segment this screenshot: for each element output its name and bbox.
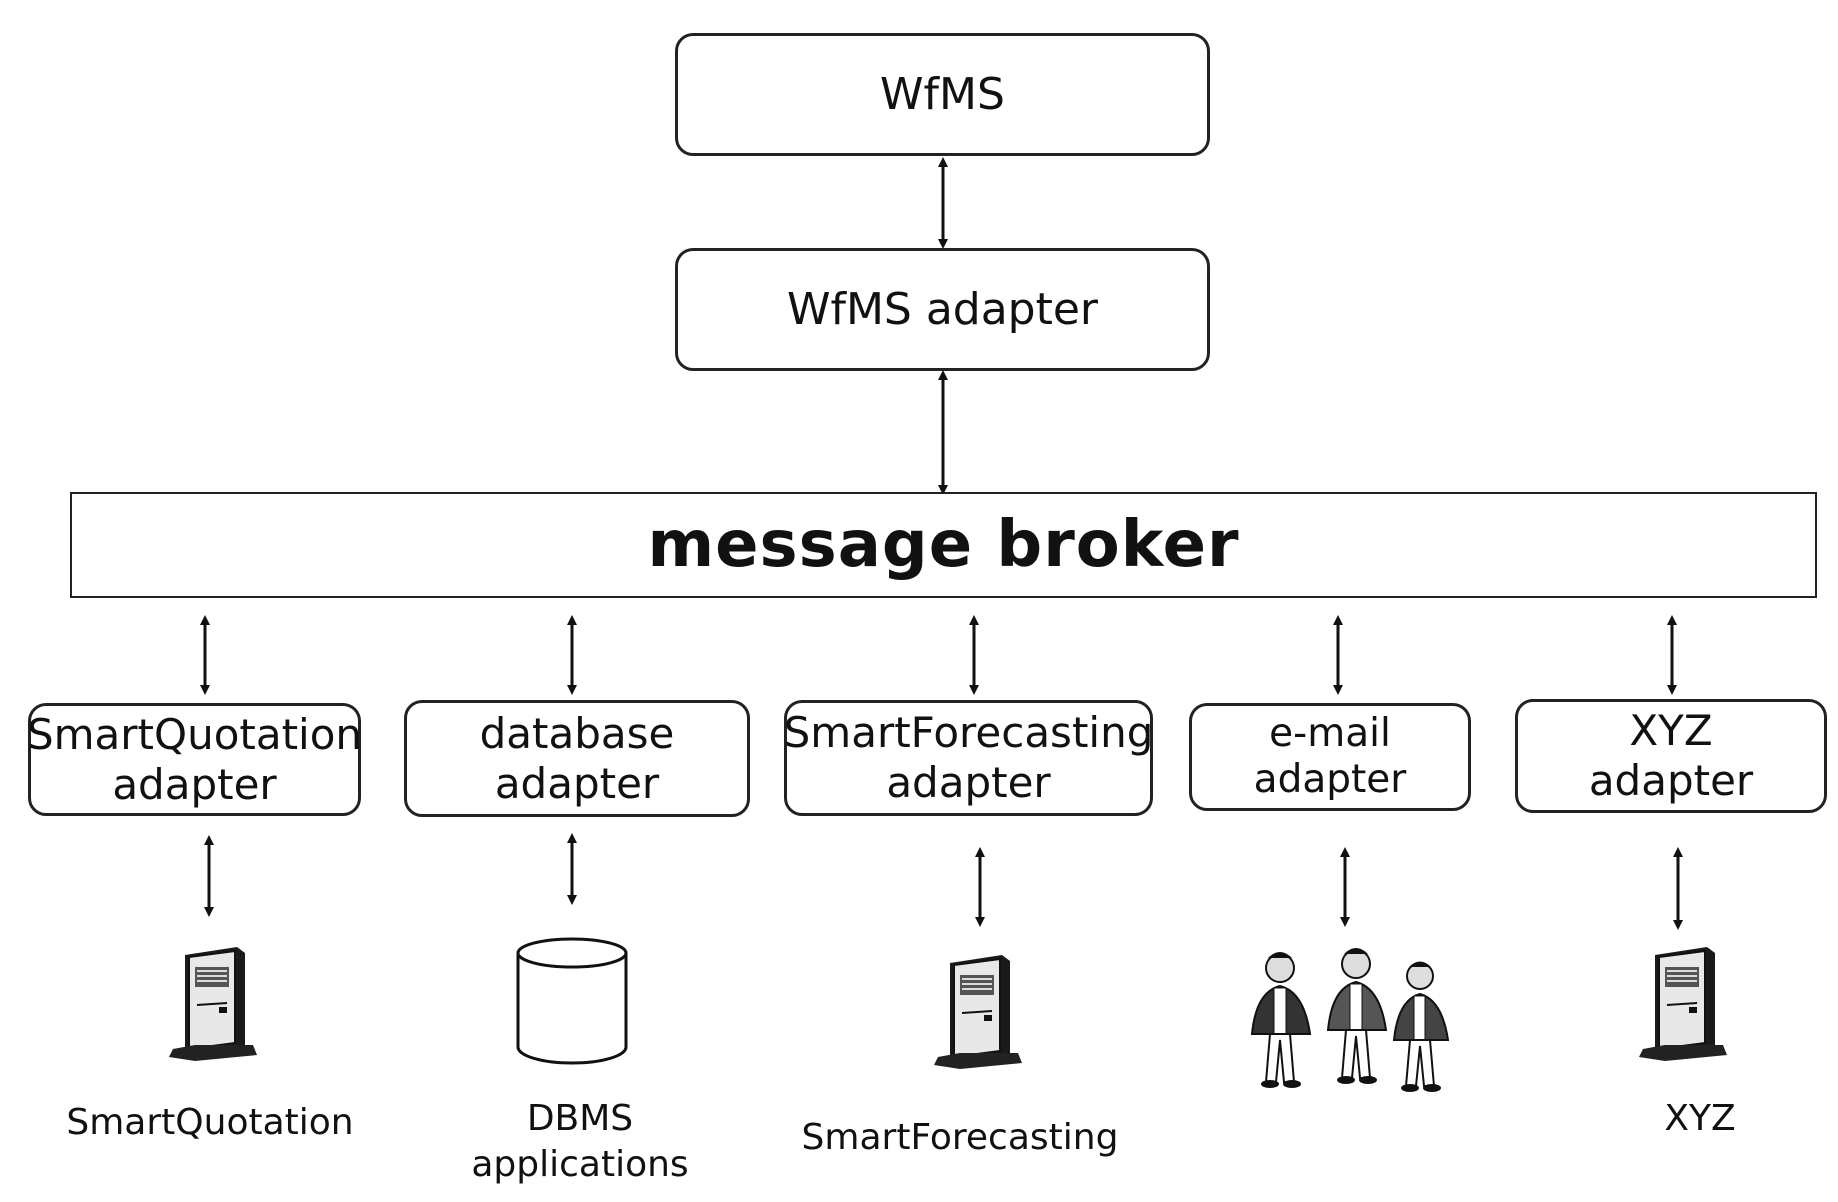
adapter-line1: e-mail bbox=[1269, 711, 1391, 756]
email-adapter-box: e-mail adapter bbox=[1189, 703, 1471, 811]
adapter-line2: adapter bbox=[1253, 757, 1407, 802]
adapter-line2: adapter bbox=[112, 759, 277, 809]
server-icon bbox=[1639, 947, 1727, 1061]
people-icon bbox=[1250, 948, 1450, 1092]
adapter-line2: adapter bbox=[886, 758, 1051, 807]
system-label-smartquotation: SmartQuotation bbox=[40, 1100, 380, 1146]
adapter-line2: adapter bbox=[494, 758, 660, 808]
adapter-line1: database bbox=[479, 708, 675, 758]
wfms-adapter-label: WfMS adapter bbox=[786, 284, 1099, 335]
adapter-line1: SmartForecasting bbox=[783, 708, 1154, 757]
xyz-adapter-box: XYZ adapter bbox=[1515, 699, 1827, 813]
database-adapter-box: database adapter bbox=[404, 700, 750, 817]
server-icon bbox=[169, 947, 257, 1061]
system-label-xyz: XYZ bbox=[1600, 1096, 1800, 1142]
system-label-line2: applications bbox=[471, 1144, 689, 1185]
database-icon bbox=[516, 937, 628, 1065]
wfms-box: WfMS bbox=[675, 33, 1210, 156]
system-label-line1: SmartQuotation bbox=[66, 1102, 354, 1143]
message-broker-label: message broker bbox=[647, 508, 1240, 582]
system-label-line1: SmartForecasting bbox=[801, 1117, 1119, 1158]
smartforecasting-adapter-box: SmartForecasting adapter bbox=[784, 700, 1153, 816]
wfms-adapter-box: WfMS adapter bbox=[675, 248, 1210, 371]
adapter-line1: SmartQuotation bbox=[26, 709, 363, 759]
system-label-line1: XYZ bbox=[1664, 1098, 1736, 1139]
adapter-line2: adapter bbox=[1588, 756, 1754, 805]
system-label-line1: DBMS bbox=[526, 1098, 634, 1139]
wfms-label: WfMS bbox=[880, 69, 1005, 120]
smartquotation-adapter-box: SmartQuotation adapter bbox=[26, 703, 363, 816]
message-broker-box: message broker bbox=[70, 492, 1817, 598]
system-label-dbms: DBMS applications bbox=[430, 1096, 730, 1188]
system-label-smartforecasting: SmartForecasting bbox=[780, 1115, 1140, 1161]
server-icon bbox=[934, 955, 1022, 1069]
adapter-line1: XYZ bbox=[1629, 706, 1713, 755]
